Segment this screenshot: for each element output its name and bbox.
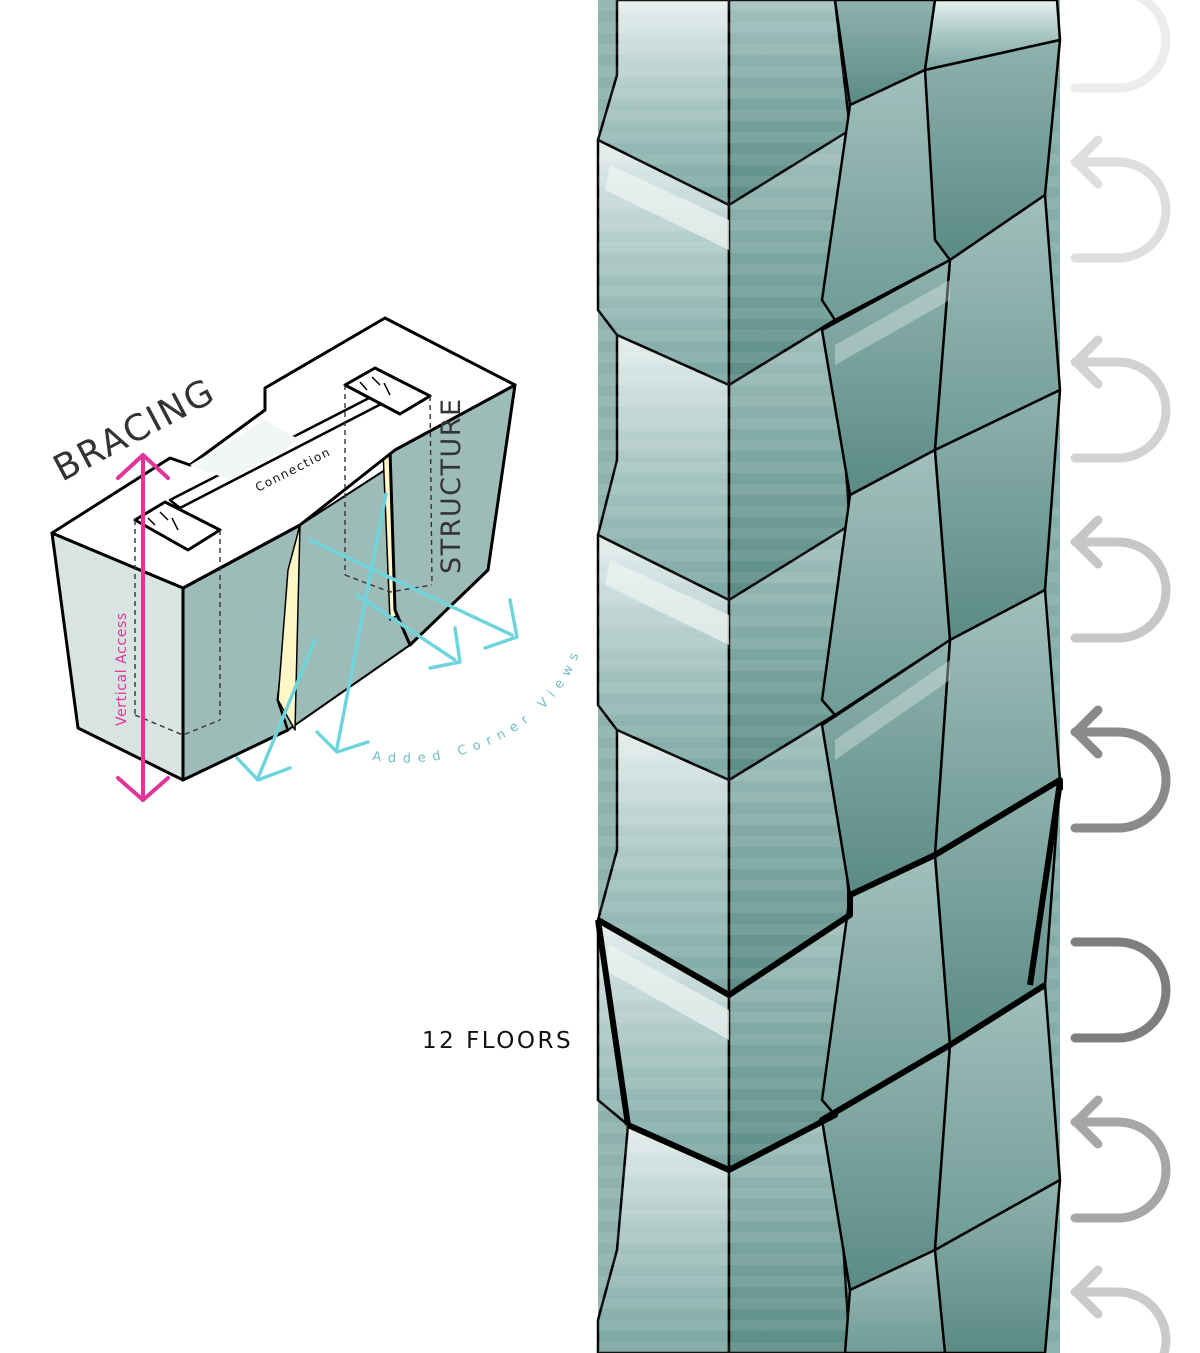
rotation-arrow-icon <box>1070 705 1171 833</box>
structure-label: STRUCTURE <box>436 397 467 574</box>
twelve-floor-block-outline-left <box>595 919 631 1126</box>
massing-axonometric <box>50 316 517 782</box>
floors-label: 12 FLOORS <box>422 1028 573 1054</box>
rotation-arrows <box>1070 0 1171 1353</box>
tower-facade-elevation <box>595 0 1063 1353</box>
twelve-floor-block-outline-right <box>1027 781 1063 986</box>
tower-column-middle <box>820 0 952 1353</box>
added-corner-views-label: Added Corner Views <box>372 645 585 767</box>
twelve-floor-block-outline <box>596 777 1063 998</box>
massing-core-hidden-lines <box>134 385 433 736</box>
facade-module <box>843 1248 952 1353</box>
tower-column-right <box>923 0 1062 1353</box>
rotation-arrow-icon <box>1070 0 1171 93</box>
vertical-access-label: Vertical Access <box>114 612 130 726</box>
vertical-access-arrow <box>116 453 170 802</box>
twelve-floor-block-outline-bottom <box>626 982 1047 1173</box>
facade-module <box>933 1178 1062 1353</box>
rotation-arrow-icon <box>1070 515 1171 643</box>
rotation-arrow-icon <box>1070 335 1171 463</box>
added-corner-views-text: Added Corner Views <box>372 645 578 767</box>
rotation-arrow-icon <box>1070 1265 1171 1353</box>
rotation-arrow-icon <box>1070 937 1171 1043</box>
corner-views-arrows <box>235 492 519 782</box>
facade-module <box>820 68 952 322</box>
massing-bracing-slot <box>277 524 301 731</box>
rotation-arrow-icon <box>1070 135 1171 263</box>
facade-highlights <box>605 165 950 1040</box>
rotation-arrow-icon <box>1070 1095 1171 1223</box>
massing-roof-shade <box>190 420 300 480</box>
